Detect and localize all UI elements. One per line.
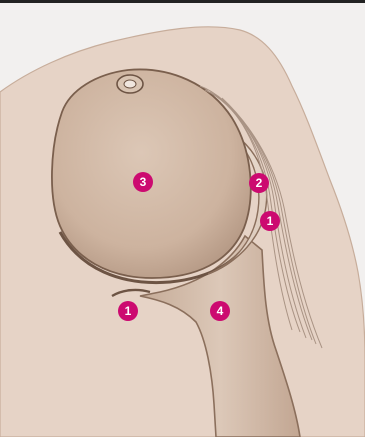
marker-2: 2: [249, 173, 269, 193]
marker-3: 3: [133, 172, 153, 192]
marker-label: 1: [267, 214, 274, 228]
marker-label: 4: [217, 304, 224, 318]
marker-1-upper: 1: [260, 211, 280, 231]
marker-label: 3: [140, 175, 147, 189]
marker-label: 1: [125, 304, 132, 318]
tuberosity-inner: [124, 80, 136, 88]
marker-4: 4: [210, 301, 230, 321]
marker-label: 2: [256, 176, 263, 190]
marker-1-lower: 1: [118, 301, 138, 321]
